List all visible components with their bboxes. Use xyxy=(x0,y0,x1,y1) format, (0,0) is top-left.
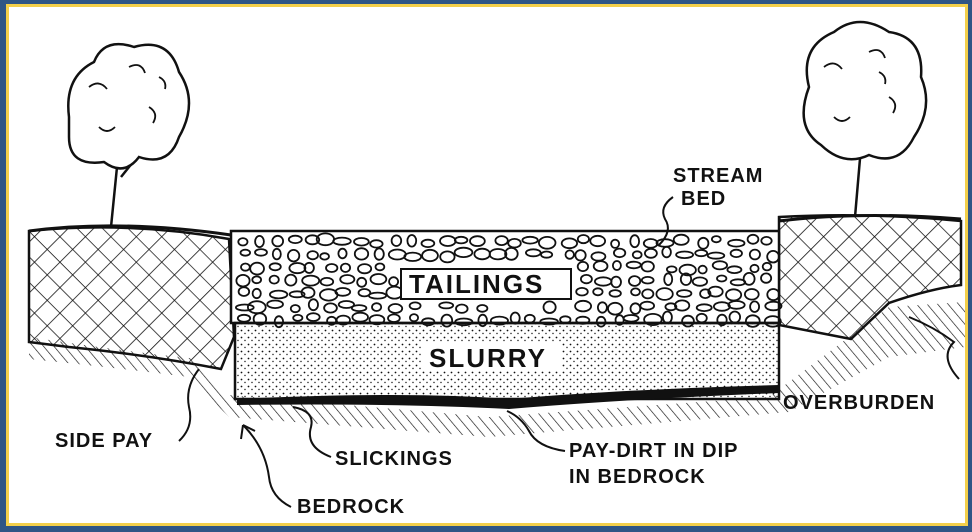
tree-right xyxy=(804,22,926,217)
pay-dirt-label-line1: PAY-DIRT IN DIP xyxy=(569,440,738,462)
tailings-label: TAILINGS xyxy=(409,269,544,299)
placer-mining-diagram: TAILINGS SLURRY STREAM BED OVERBURDEN SI… xyxy=(9,7,965,523)
side-pay-label: SIDE PAY xyxy=(55,430,153,452)
slurry-label: SLURRY xyxy=(429,343,547,373)
diagram-canvas: TAILINGS SLURRY STREAM BED OVERBURDEN SI… xyxy=(6,4,968,526)
stream-bed-label-line2: BED xyxy=(681,188,726,210)
stream-bed-label-line1: STREAM xyxy=(673,165,763,187)
bedrock-leader xyxy=(243,425,291,507)
tree-left xyxy=(68,44,189,227)
slickings-label: SLICKINGS xyxy=(335,448,453,470)
overburden-label: OVERBURDEN xyxy=(783,392,935,414)
pay-dirt-label-line2: IN BEDROCK xyxy=(569,466,706,488)
bedrock-label: BEDROCK xyxy=(297,496,405,518)
